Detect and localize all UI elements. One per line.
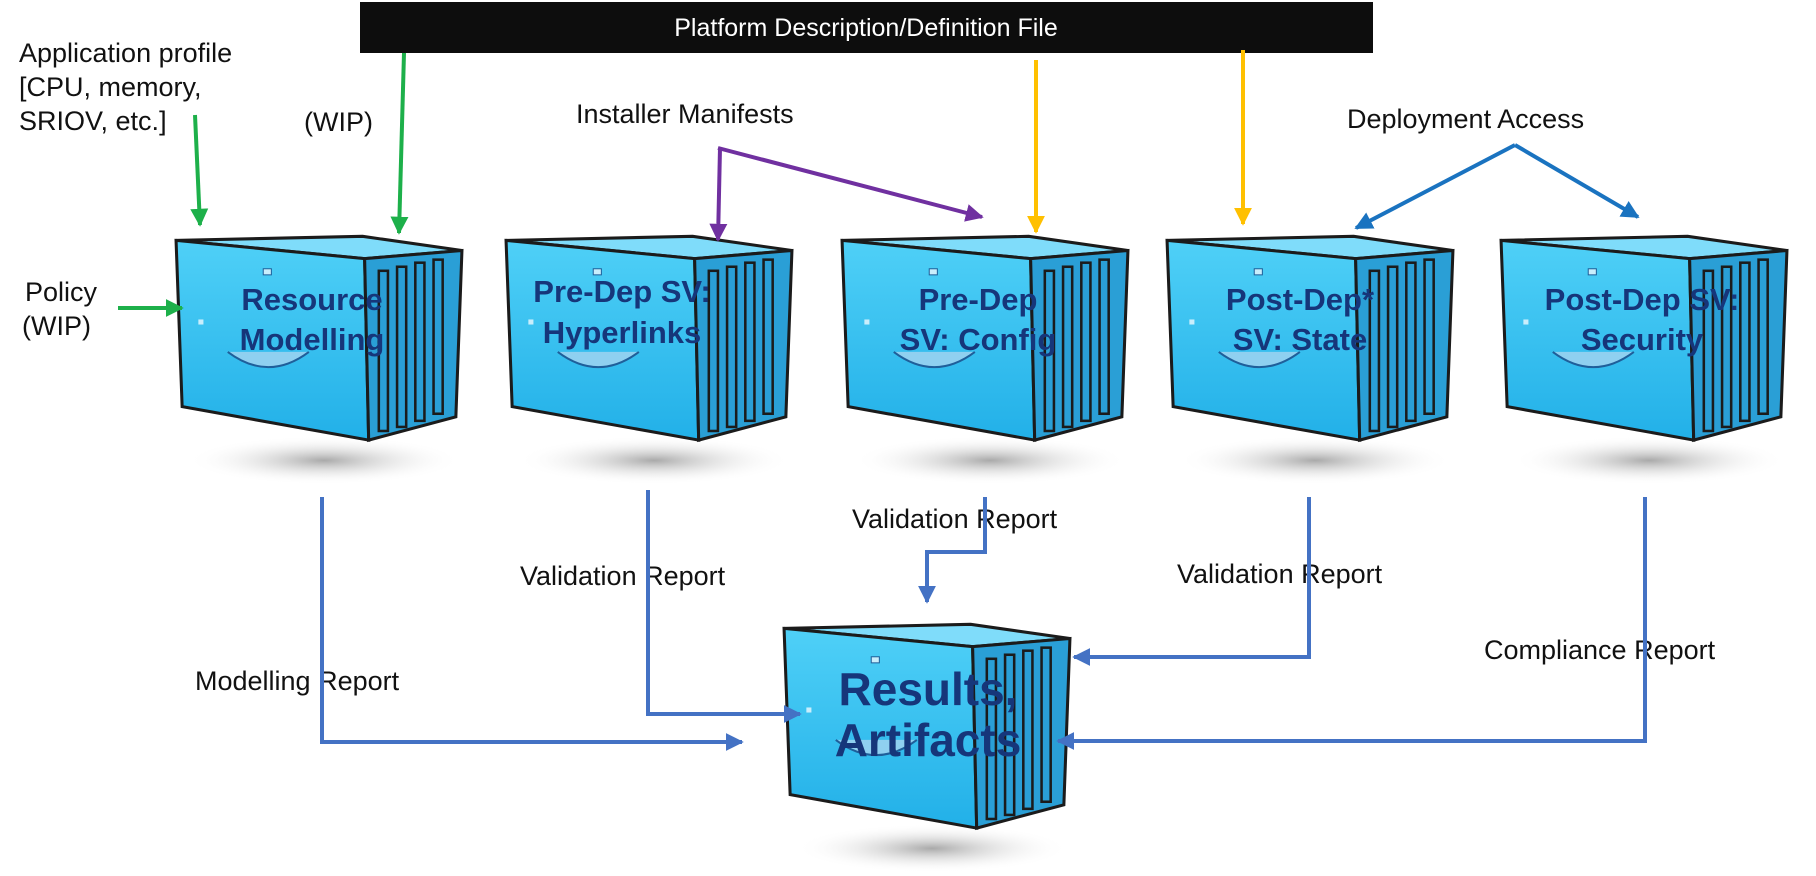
- container-label-line1: Pre-Dep: [919, 282, 1038, 317]
- installer-manifests-label: Installer Manifests: [576, 99, 794, 129]
- platform-definition-banner: Platform Description/Definition File: [360, 2, 1373, 53]
- container-results-artifacts: Results, Artifacts: [782, 622, 1072, 874]
- container-pre-dep-hyperlinks: Pre-Dep SV: Hyperlinks: [504, 234, 794, 486]
- container-label-line2: Hyperlinks: [543, 315, 702, 350]
- container-label-line1: Post-Dep SV:: [1545, 282, 1740, 317]
- container-post-dep-security: Post-Dep SV: Security: [1499, 234, 1789, 486]
- deployment-access-label: Deployment Access: [1347, 104, 1584, 134]
- arrow-validation-report-config: [918, 497, 987, 604]
- arrow-installer-manifests-config: [717, 146, 984, 222]
- validation-report-state-label: Validation Report: [1177, 559, 1383, 589]
- container-label-line2: Artifacts: [835, 714, 1022, 766]
- arrow-deployment-to-security: [1513, 143, 1640, 219]
- wip-label: (WIP): [304, 107, 373, 137]
- container-label-line2: SV: Config: [900, 322, 1057, 357]
- modelling-report-label: Modelling Report: [195, 666, 400, 696]
- arrow-modelling-report: [320, 497, 744, 751]
- container-pre-dep-config: Pre-Dep SV: Config: [840, 234, 1130, 486]
- arrow-application-profile: [190, 114, 209, 227]
- container-resource-modelling: Resource Modelling: [174, 234, 464, 486]
- arrow-compliance-report: [1056, 497, 1647, 750]
- container-label-line1: Post-Dep*: [1226, 282, 1375, 317]
- policy-label-line2: (WIP): [22, 311, 91, 341]
- arrow-platform-to-modelling: [390, 52, 409, 235]
- application-profile-label-line3: SRIOV, etc.]: [19, 106, 167, 136]
- output-arrows: [320, 490, 1647, 751]
- arrow-validation-report-state: [1072, 497, 1311, 666]
- arrow-installer-manifests-hyperlinks: [709, 147, 728, 242]
- policy-label-line1: Policy: [25, 277, 98, 307]
- arrow-validation-report-hyperlinks: [646, 490, 802, 723]
- compliance-report-label: Compliance Report: [1484, 635, 1716, 665]
- container-label-line2: SV: State: [1233, 322, 1367, 357]
- container-label-line1: Pre-Dep SV:: [533, 274, 710, 309]
- container-label-line2: Modelling: [240, 322, 385, 357]
- container-post-dep-state: Post-Dep* SV: State: [1165, 234, 1455, 486]
- validation-report-hyperlinks-label: Validation Report: [520, 561, 726, 591]
- container-label-line2: Security: [1581, 322, 1704, 357]
- container-label-line1: Results,: [839, 663, 1018, 715]
- banner-title: Platform Description/Definition File: [674, 14, 1057, 42]
- arrow-deployment-to-state: [1354, 143, 1516, 230]
- input-arrows: [118, 50, 1640, 317]
- validation-report-config-label: Validation Report: [852, 504, 1058, 534]
- application-profile-label-line1: Application profile: [19, 38, 232, 68]
- container-label-line1: Resource: [241, 282, 382, 317]
- application-profile-label-line2: [CPU, memory,: [19, 72, 202, 102]
